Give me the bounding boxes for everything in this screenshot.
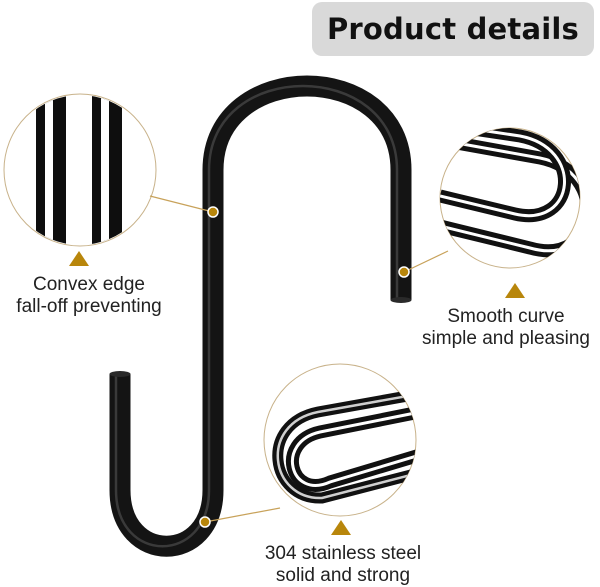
caption-smooth-curve: Smooth curve simple and pleasing — [414, 306, 598, 350]
marker-dot — [207, 206, 219, 218]
callout-stainless-steel — [199, 363, 417, 535]
hook-top-end — [390, 297, 412, 303]
callout-convex-edge — [3, 93, 219, 266]
caption-convex-edge: Convex edge fall-off preventing — [8, 274, 170, 318]
caption-line: fall-off preventing — [16, 296, 162, 317]
caption-line: simple and pleasing — [422, 328, 590, 349]
stainless-steel-zoom — [272, 386, 416, 504]
caption-line: Smooth curve — [447, 306, 565, 327]
header-badge: Product details — [312, 2, 594, 56]
pointer-triangle — [69, 251, 89, 266]
hook-bottom-end — [109, 371, 131, 377]
convex-edge-zoom — [36, 95, 122, 245]
marker-dot — [199, 516, 211, 528]
marker-dot — [398, 266, 410, 278]
s-hook — [109, 75, 412, 557]
smooth-curve-zoom — [440, 128, 580, 257]
pointer-triangle — [505, 283, 525, 298]
page-title: Product details — [326, 12, 580, 46]
caption-line: 304 stainless steel — [264, 543, 422, 564]
pointer-triangle — [331, 520, 351, 535]
caption-stainless-steel: 304 stainless steel solid and strong — [250, 543, 436, 587]
callout-smooth-curve — [398, 127, 581, 298]
caption-line: solid and strong — [275, 565, 411, 586]
caption-line: Convex edge — [33, 274, 145, 295]
